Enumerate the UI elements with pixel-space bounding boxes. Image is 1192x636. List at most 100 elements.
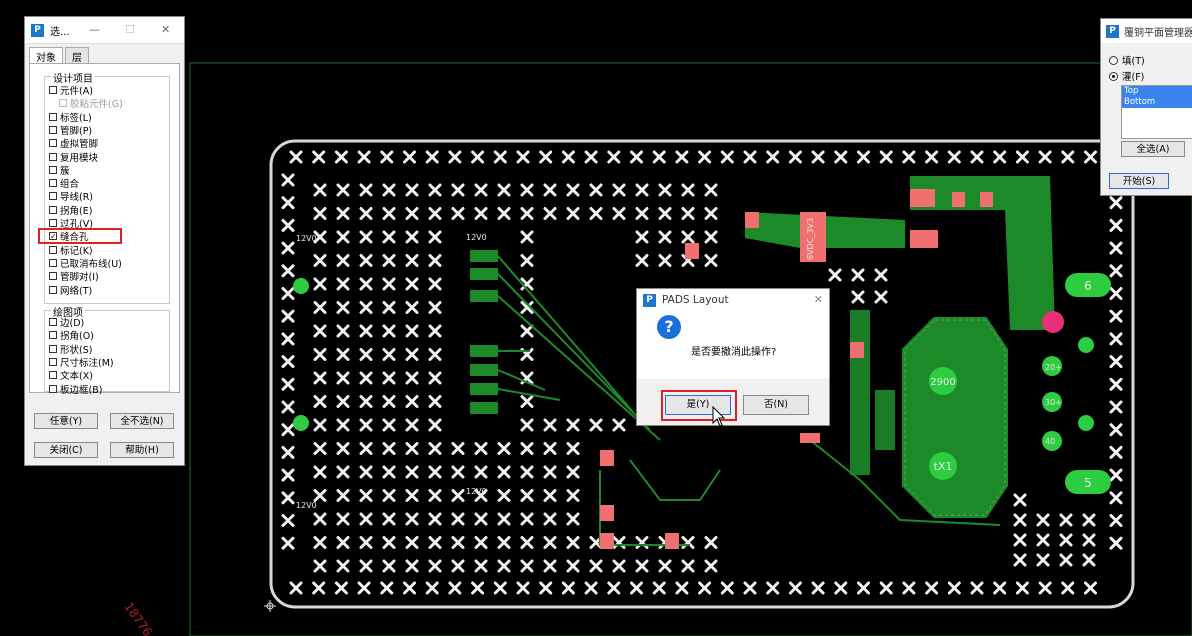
layer-item-bottom[interactable]: Bottom	[1122, 97, 1192, 108]
stitch-via	[970, 581, 984, 595]
select-all-button[interactable]: 全选(A)	[1121, 141, 1185, 157]
stitch-via	[902, 150, 916, 164]
checkbox-box	[49, 205, 57, 214]
stitch-via	[359, 277, 373, 291]
drawing-checkbox-1[interactable]: 拐角(O)	[49, 329, 94, 342]
stitch-via	[359, 418, 373, 432]
design-checkbox-0[interactable]: 元件(A)	[49, 84, 93, 97]
cap-label: 6VDC_3V3	[806, 218, 815, 260]
select-none-button[interactable]: 全不选(N)	[110, 413, 174, 429]
stitch-via	[428, 301, 442, 314]
radio-fill[interactable]: 填(T)	[1109, 53, 1145, 67]
checkbox-label: 网络(T)	[60, 285, 93, 297]
any-button[interactable]: 任意(Y)	[34, 413, 98, 429]
drawing-checkbox-0[interactable]: 边(D)	[49, 316, 84, 329]
checkbox-box	[49, 125, 57, 134]
close-button[interactable]: 关闭(C)	[34, 442, 98, 458]
stitch-via	[493, 150, 507, 164]
dialog-title: PADS Layout	[662, 294, 729, 306]
design-checkbox-9[interactable]: 拐角(E)	[49, 204, 92, 217]
stitch-via	[281, 287, 295, 300]
stitch-via	[1109, 355, 1123, 369]
stitch-via	[1036, 553, 1050, 567]
checkbox-box	[49, 112, 57, 121]
design-checkbox-5[interactable]: 复用模块	[49, 151, 98, 164]
layer-list[interactable]: Top Bottom	[1121, 85, 1192, 139]
small-label-5: 20+	[1045, 363, 1062, 372]
stitch-via	[428, 371, 442, 385]
drawing-checkbox-3[interactable]: 尺寸标注(M)	[49, 356, 114, 369]
design-checkbox-12[interactable]: 标记(K)	[49, 244, 93, 257]
design-checkbox-10[interactable]: 过孔(V)	[49, 217, 93, 230]
design-checkbox-4[interactable]: 虚拟管脚	[49, 137, 98, 150]
stitch-via	[720, 150, 734, 164]
stitch-via	[874, 268, 888, 282]
stitch-via	[281, 377, 295, 391]
stitch-via	[1109, 218, 1123, 232]
stitch-via	[405, 418, 419, 432]
canvas-frame	[189, 62, 1192, 636]
stitch-via	[334, 150, 348, 164]
design-checkbox-3[interactable]: 管脚(P)	[49, 124, 92, 137]
stitch-via	[428, 324, 442, 338]
checkbox-box	[59, 99, 67, 108]
stitch-via	[382, 465, 396, 479]
stitch-via	[652, 150, 666, 164]
stitch-via	[520, 536, 534, 549]
design-checkbox-15[interactable]: 网络(T)	[49, 284, 93, 297]
dialog-close-icon[interactable]: ✕	[813, 293, 823, 306]
stitch-via	[1109, 196, 1123, 210]
layer-item-top[interactable]: Top	[1122, 86, 1192, 97]
stitch-via	[281, 218, 295, 232]
stitch-via	[403, 150, 416, 164]
design-checkbox-7[interactable]: 组合	[49, 177, 79, 190]
checkbox-box	[49, 272, 57, 281]
stitch-via	[428, 254, 442, 267]
drawing-checkbox-4[interactable]: 文本(X)	[49, 369, 93, 382]
stitch-via	[382, 254, 396, 267]
stitch-via	[834, 581, 848, 595]
help-button[interactable]: 帮助(H)	[110, 442, 174, 458]
stitch-via	[566, 183, 580, 197]
design-checkbox-11[interactable]: ✓缝合孔	[49, 230, 89, 243]
stitch-via	[405, 395, 419, 408]
stitch-via	[336, 230, 350, 244]
design-checkbox-8[interactable]: 导线(R)	[49, 190, 93, 203]
stitch-via	[766, 150, 780, 164]
stitch-via	[336, 301, 350, 314]
filter-dialog: P 选... — ☐ ✕ 对象 层 设计项目 元件(A)胶粘元件(G)标签(L)…	[24, 16, 185, 466]
no-button[interactable]: 否(N)	[743, 395, 809, 415]
tab-layers[interactable]: 层	[65, 47, 89, 65]
small-label-4: 12V0	[466, 487, 487, 496]
stitch-via	[382, 230, 396, 244]
stitch-via	[1109, 423, 1123, 437]
stitch-via	[405, 371, 419, 385]
drawing-checkbox-5[interactable]: 板边框(B)	[49, 383, 102, 396]
stitch-via	[448, 150, 462, 164]
start-button[interactable]: 开始(S)	[1109, 173, 1169, 189]
board-text: 6 5 2900 tX1 6VDC_3V3 12V0 12V0 12V0 12V…	[296, 218, 1092, 510]
small-label-6: 30+	[1045, 398, 1062, 407]
design-checkbox-13[interactable]: 已取消布线(U)	[49, 257, 122, 270]
drawing-checkbox-2[interactable]: 形状(S)	[49, 343, 92, 356]
maximize-icon[interactable]: ☐	[125, 23, 135, 36]
stitch-via	[405, 254, 419, 267]
stitch-via	[281, 332, 295, 346]
stitch-via	[474, 183, 488, 197]
stitch-via	[947, 581, 961, 595]
design-checkbox-2[interactable]: 标签(L)	[49, 111, 92, 124]
minimize-icon[interactable]: —	[89, 23, 100, 36]
stitch-via	[382, 371, 396, 385]
stitch-via	[359, 207, 373, 220]
tab-objects[interactable]: 对象	[29, 47, 63, 65]
stitch-via	[336, 254, 350, 267]
stitch-via	[313, 371, 327, 385]
stitch-via	[359, 348, 373, 361]
stitch-via	[336, 183, 350, 197]
close-icon[interactable]: ✕	[161, 23, 171, 36]
stitch-via	[720, 581, 734, 595]
design-checkbox-14[interactable]: 管脚对(I)	[49, 270, 99, 283]
radio-flood[interactable]: 灌(F)	[1109, 69, 1144, 83]
design-checkbox-6[interactable]: 簇	[49, 164, 70, 177]
